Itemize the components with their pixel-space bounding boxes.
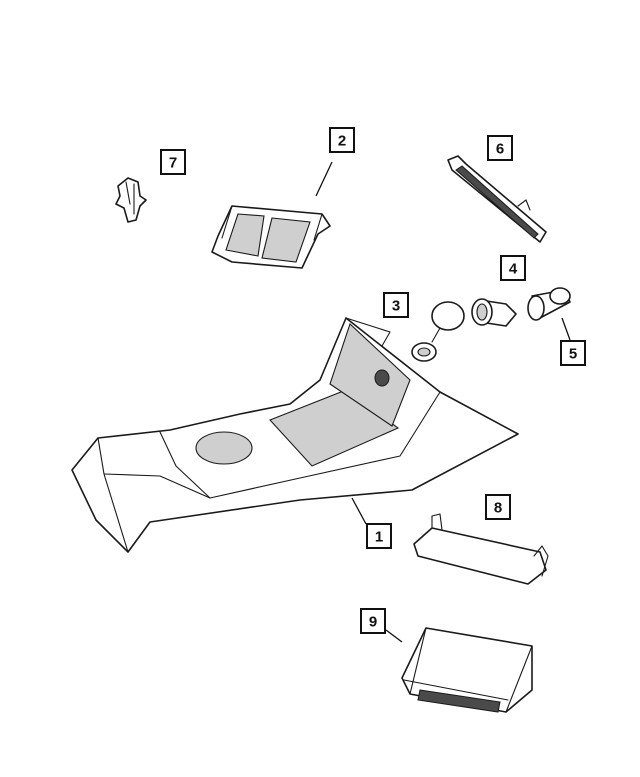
svg-text:6: 6 bbox=[496, 141, 504, 158]
callout-7: 7 bbox=[160, 149, 186, 175]
svg-text:2: 2 bbox=[338, 133, 346, 150]
leader-1 bbox=[351, 497, 367, 525]
svg-text:4: 4 bbox=[509, 261, 518, 278]
callout-3: 3 bbox=[383, 292, 409, 318]
mounting-bracket-part bbox=[413, 513, 549, 585]
callout-4: 4 bbox=[500, 255, 526, 281]
push-pin-retainer-part bbox=[115, 177, 147, 223]
svg-text:8: 8 bbox=[494, 500, 502, 517]
bezel-part bbox=[211, 205, 331, 269]
center-console-part bbox=[71, 317, 519, 553]
svg-text:5: 5 bbox=[569, 346, 577, 363]
svg-text:3: 3 bbox=[392, 298, 400, 315]
callout-8: 8 bbox=[485, 494, 511, 520]
power-outlet-sleeve-part bbox=[527, 287, 571, 321]
callout-1: 1 bbox=[366, 523, 392, 549]
leader-2 bbox=[315, 161, 333, 197]
svg-text:7: 7 bbox=[169, 155, 177, 172]
svg-text:9: 9 bbox=[369, 614, 377, 631]
callout-9: 9 bbox=[360, 608, 386, 634]
callout-2: 2 bbox=[329, 127, 355, 153]
leader-5 bbox=[561, 317, 571, 341]
svg-text:1: 1 bbox=[375, 529, 383, 546]
callout-5: 5 bbox=[560, 340, 586, 366]
power-outlet-receptacle-part bbox=[471, 298, 517, 327]
control-module-part bbox=[401, 627, 533, 713]
leader-9 bbox=[385, 629, 403, 643]
trim-strip-part bbox=[447, 155, 547, 243]
callout-6: 6 bbox=[487, 135, 513, 161]
power-outlet-cap-part bbox=[411, 301, 465, 362]
